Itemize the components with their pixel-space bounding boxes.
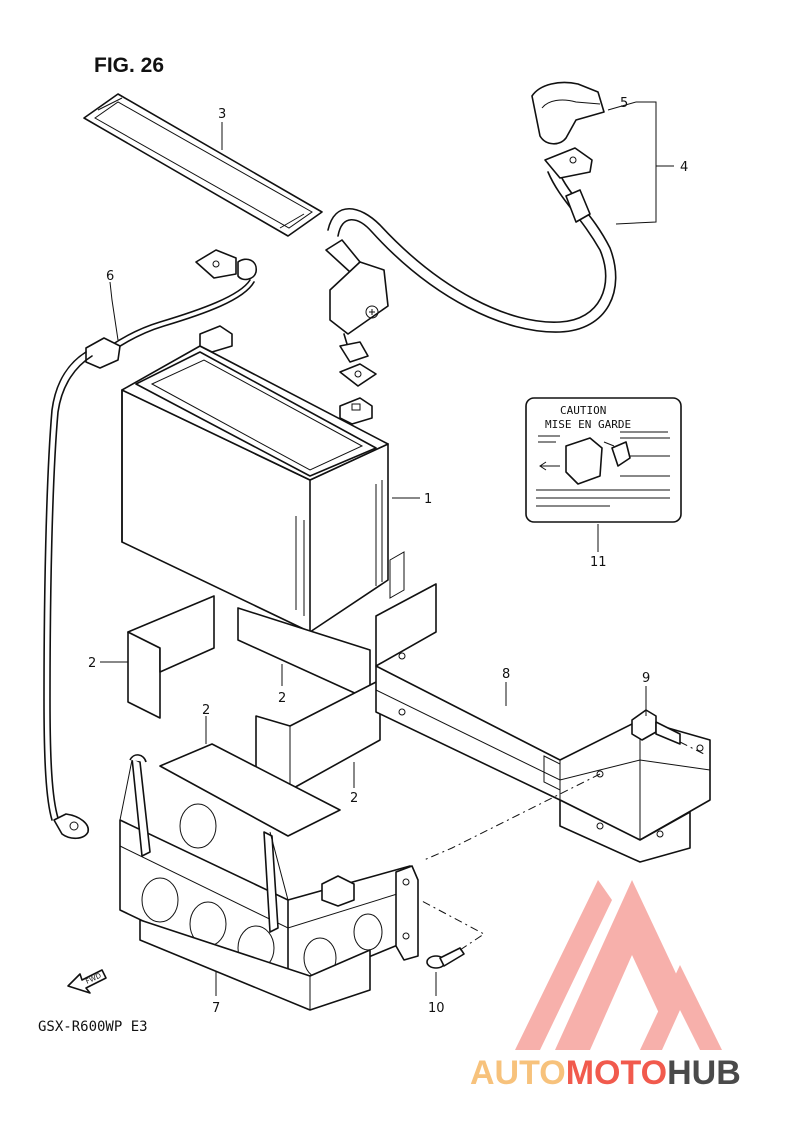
watermark-part2: MOTO [566,1054,667,1092]
figure-title: FIG. 26 [94,54,164,77]
alignment-line-bracket [423,773,601,861]
watermark-part3: HUB [667,1054,741,1092]
callout-11: 11 [590,555,607,570]
watermark-part1: AUTO [470,1054,566,1092]
callout-4: 4 [680,160,688,175]
battery [121,325,389,633]
negative-cable [43,249,257,840]
callout-2-left: 2 [88,656,96,671]
battery-tray [119,754,419,1011]
battery-bracket [375,551,711,863]
caution-label-line1: CAUTION [560,404,606,417]
rubber-pad-base [159,743,341,837]
rubber-pad-right [255,679,381,791]
watermark-logo-icon [515,880,722,1050]
callout-5: 5 [620,96,628,111]
callout-3: 3 [218,107,226,122]
callout-1: 1 [424,492,432,507]
positive-cable [327,81,617,333]
fwd-arrow-icon: FWD [67,969,107,994]
leader-lines [100,101,674,996]
bolt-9 [631,709,705,755]
positive-terminal-connector [325,239,389,387]
watermark-text: AUTOMOTOHUB [470,1054,741,1092]
callout-9: 9 [642,671,650,686]
rubber-pad-left [127,595,215,719]
svg-text:AUTOMOTOHUB: AUTOMOTOHUB [470,1054,741,1092]
callout-2-lower: 2 [202,703,210,718]
callout-2-right: 2 [350,791,358,806]
callout-8: 8 [502,667,510,682]
caution-label: CAUTION MISE EN GARDE [525,397,682,523]
caution-label-line2: MISE EN GARDE [545,418,631,431]
callout-6: 6 [106,269,114,284]
callout-7: 7 [212,1001,220,1016]
callout-2-center: 2 [278,691,286,706]
model-code: GSX-R600WP E3 [38,1019,148,1035]
callout-10: 10 [428,1001,445,1016]
battery-strap [83,93,323,237]
screw-10 [419,899,485,969]
